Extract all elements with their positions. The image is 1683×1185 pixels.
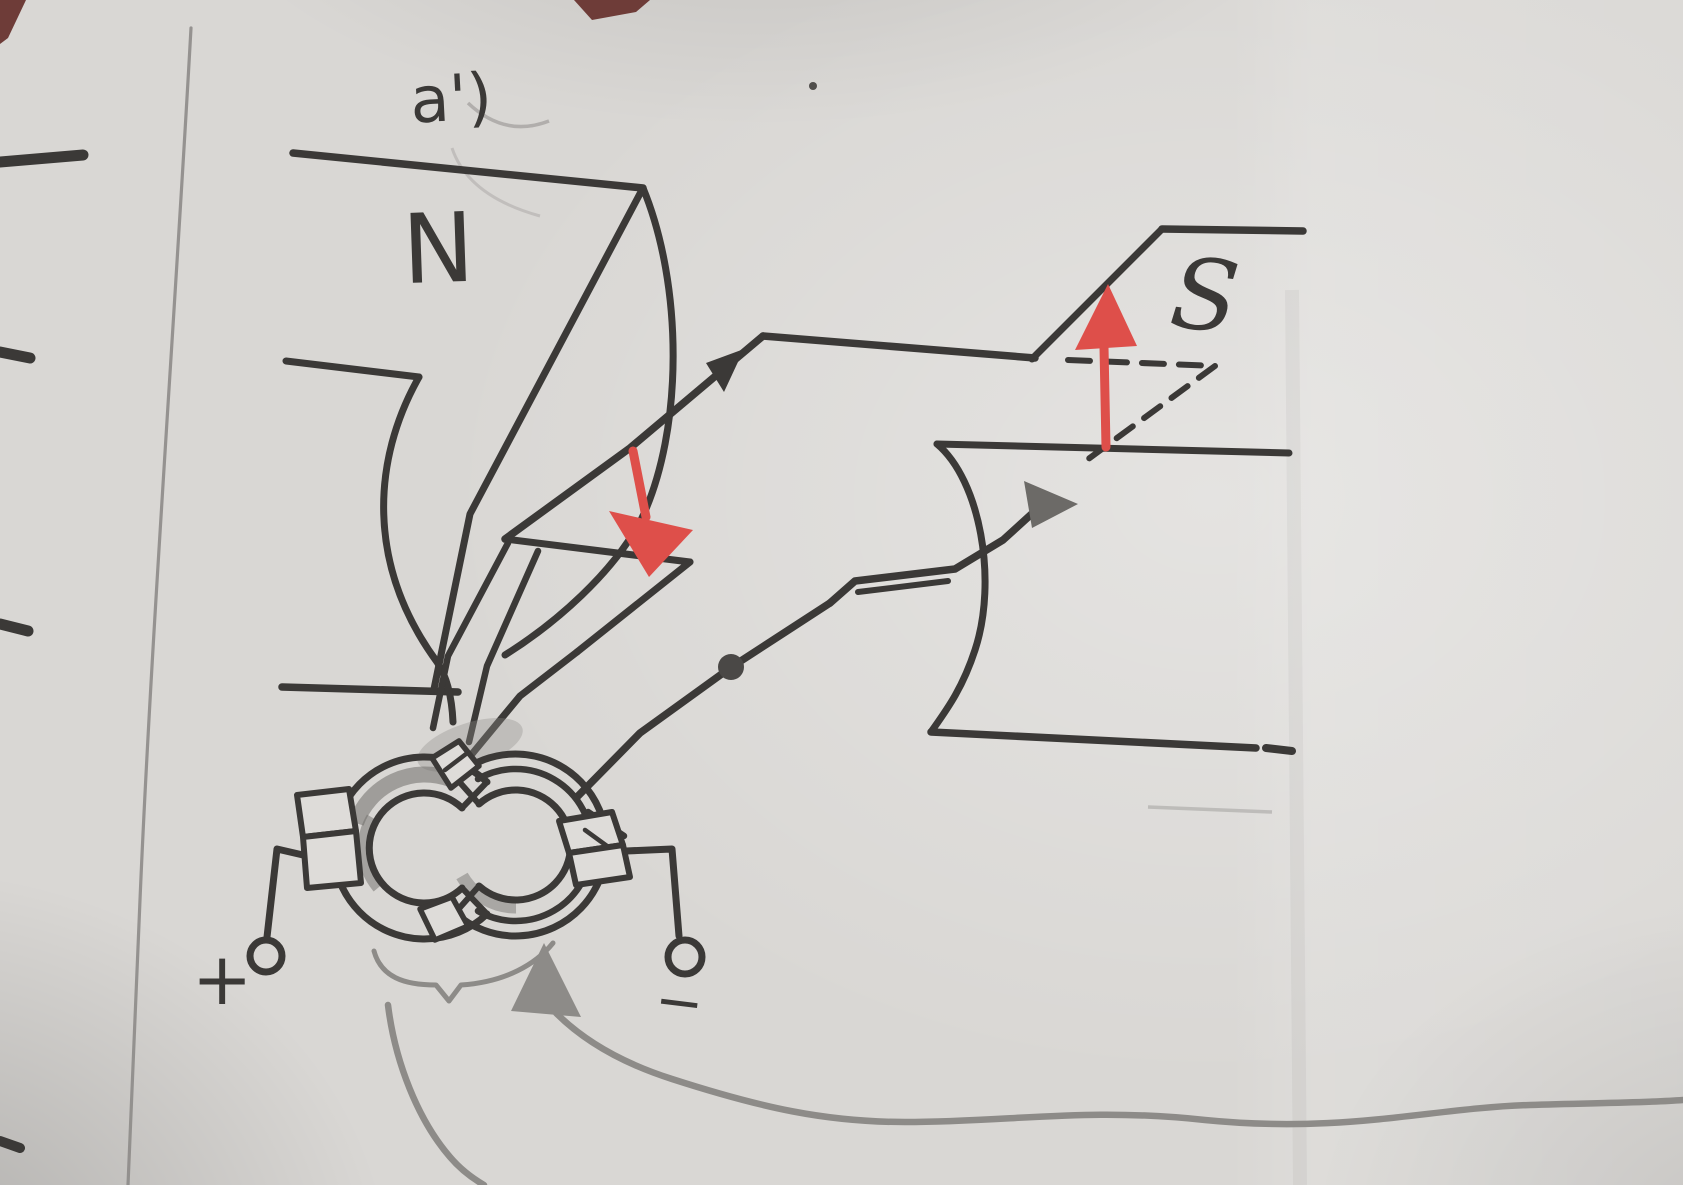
- label-positive: +: [192, 937, 252, 1021]
- lead-wire-right: [574, 599, 834, 800]
- wire-knot: [718, 654, 744, 680]
- n-pole-edge: [430, 184, 647, 693]
- corner-mark: [0, 0, 26, 44]
- s-magnet: [927, 225, 1307, 755]
- terminal-negative: [664, 936, 706, 978]
- commutator: [329, 718, 610, 943]
- n-pole-face-curve: [501, 184, 677, 659]
- paper-edge-dashes: [0, 0, 650, 1153]
- faint-line: [1147, 805, 1273, 814]
- pencil-squiggle: [466, 101, 550, 129]
- pencil-dot: [809, 82, 817, 90]
- loop-top-edge: [759, 332, 1039, 362]
- top-edge-mark: [574, 0, 650, 20]
- commutator-brace: [371, 940, 556, 1004]
- n-magnet: [278, 149, 677, 726]
- loop-right-conductor: [826, 506, 1040, 607]
- force-arrow-up-icon: [1075, 284, 1137, 452]
- n-pole-face-front-curve: [380, 373, 457, 726]
- terminal-positive: [246, 936, 286, 976]
- s-pole-face-curve: [927, 440, 989, 736]
- brush-left: [294, 786, 364, 891]
- paper-artifacts: [450, 82, 1307, 1185]
- current-arrow-right-icon: [1024, 481, 1078, 528]
- lead-wire-left-a: [429, 539, 512, 732]
- brush-right: [556, 809, 633, 888]
- label-north-pole: N: [400, 192, 476, 306]
- commutator-gap-bottom: [417, 894, 471, 943]
- margin-line: [126, 26, 193, 1185]
- pencil-squiggle-2: [450, 147, 541, 218]
- force-arrow-down-icon: [609, 446, 693, 577]
- label-south-pole: S: [1166, 236, 1245, 356]
- rotation-arrow-icon: [384, 943, 1683, 1185]
- wire-to-positive: [246, 845, 307, 976]
- figure-label: a'): [408, 60, 494, 138]
- lead-wire-left-b: [465, 547, 542, 746]
- wire-to-negative: [622, 845, 706, 978]
- current-arrow-left-icon: [706, 349, 744, 392]
- label-negative: −: [651, 965, 708, 1038]
- hidden-edge-dashed: [1065, 357, 1218, 463]
